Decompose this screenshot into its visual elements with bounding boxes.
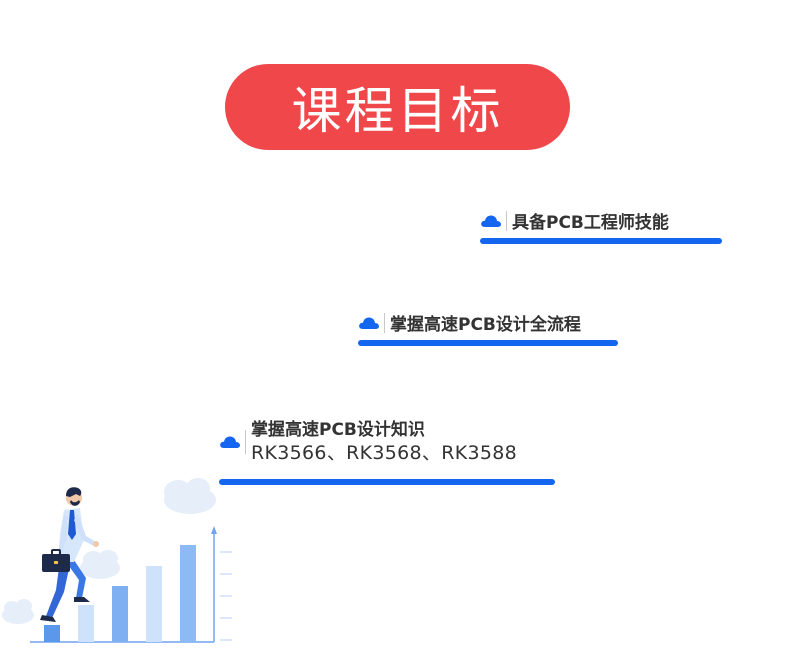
separator — [245, 430, 246, 454]
cloud-decoration — [2, 478, 216, 624]
goal-underline — [480, 238, 722, 244]
separator — [506, 210, 507, 231]
goal-underline — [358, 340, 618, 346]
goal-item-2: 掌握高速PCB设计全流程 — [358, 310, 618, 350]
goal-item-3: 掌握高速PCB设计知识 RK3566、RK3568、RK3588 — [219, 419, 555, 489]
businessman-figure — [40, 487, 99, 622]
cloud-icon — [359, 317, 379, 329]
goal-label: 具备PCB工程师技能 — [512, 213, 669, 233]
goal-label-line2: RK3566、RK3568、RK3588 — [251, 442, 518, 464]
cloud-icon — [481, 215, 501, 227]
goal-label: 掌握高速PCB设计全流程 — [390, 315, 581, 335]
page-title: 课程目标 — [291, 82, 504, 140]
goal-label-line1: 掌握高速PCB设计知识 — [251, 420, 425, 440]
cloud-icon — [220, 436, 240, 448]
person-climbing-bar-chart-illustration — [2, 478, 232, 643]
goal-underline — [219, 479, 555, 485]
separator — [384, 312, 385, 333]
goal-item-1: 具备PCB工程师技能 — [480, 208, 722, 246]
page-title-badge: 课程目标 — [225, 64, 570, 150]
